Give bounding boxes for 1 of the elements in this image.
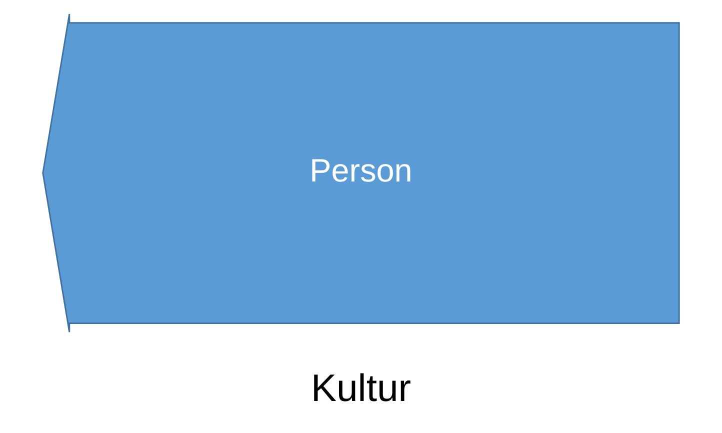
label: Kultur [310,367,412,410]
